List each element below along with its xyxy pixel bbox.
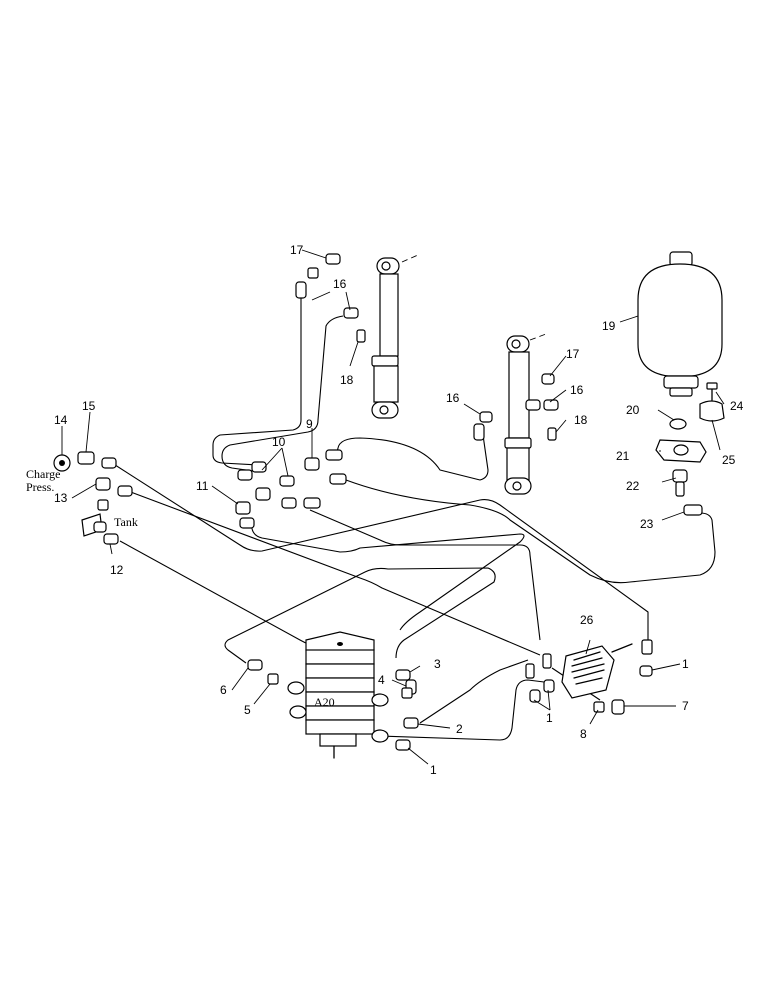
callout-14: 14 [54, 413, 68, 427]
hose-accumulator [345, 479, 716, 584]
valve-id-label: A20 [314, 695, 335, 709]
callout-24: 24 [730, 399, 744, 413]
leader-lines [61, 249, 725, 765]
callout-13: 13 [54, 491, 68, 505]
callout-9: 9 [306, 417, 313, 431]
callout-22: 22 [626, 479, 640, 493]
fitting-23 [683, 504, 703, 516]
adapter-22 [672, 469, 688, 483]
hose-return-loop [224, 567, 496, 664]
accumulator [637, 251, 723, 397]
left-cylinder-barrel [373, 365, 399, 403]
callout-23: 23 [640, 517, 654, 531]
hose-port13 [127, 490, 541, 656]
callout-16c: 16 [446, 391, 460, 405]
hose-middle-loop [251, 521, 525, 631]
callout-6: 6 [220, 683, 227, 697]
callout-17b: 17 [566, 347, 580, 361]
callout-11: 11 [196, 479, 209, 493]
callout-12: 12 [110, 563, 124, 577]
hose-tank [119, 540, 361, 649]
hose-routes [111, 292, 716, 741]
hose-left-cyl-lower [221, 315, 344, 473]
clamp [699, 400, 725, 422]
right-cylinder-rod [508, 351, 530, 439]
hose-right-cyl [335, 427, 489, 481]
callout-16a: 16 [333, 277, 347, 291]
tank-label: Tank [114, 515, 138, 529]
fittings [53, 253, 653, 751]
hose-port8 [419, 659, 529, 724]
left-cylinder [371, 254, 419, 419]
accumulator-shell [637, 263, 723, 377]
callout-5: 5 [244, 703, 251, 717]
callout-17a: 17 [290, 243, 304, 257]
hose-joystick [309, 509, 541, 641]
callout-25: 25 [722, 453, 736, 467]
hose-port7 [377, 679, 545, 741]
charge-label-1: Charge [26, 467, 60, 481]
callout-1a: 1 [430, 763, 437, 777]
callout-1c: 1 [682, 657, 689, 671]
control-valve [287, 631, 389, 759]
callout-26: 26 [580, 613, 594, 627]
hose-left-cyl-upper [212, 292, 302, 466]
callout-numbers: 17 16 18 19 17 16 18 16 9 10 11 14 15 Ch… [26, 243, 744, 777]
callout-20: 20 [626, 403, 640, 417]
right-cylinder [504, 333, 547, 495]
callout-7: 7 [682, 699, 689, 713]
o-ring [669, 418, 687, 430]
callout-8: 8 [580, 727, 587, 741]
callout-21: 21 [616, 449, 630, 463]
callout-16b: 16 [570, 383, 584, 397]
callout-19: 19 [602, 319, 616, 333]
callout-4: 4 [378, 673, 385, 687]
left-cylinder-rod [379, 273, 399, 357]
callout-2: 2 [456, 722, 463, 736]
callout-15: 15 [82, 399, 96, 413]
hose-charge-main [111, 462, 649, 640]
callout-3: 3 [434, 657, 441, 671]
joystick-control [561, 643, 633, 699]
charge-label-2: Press. [26, 480, 54, 494]
right-cylinder-barrel [506, 447, 530, 481]
callout-18b: 18 [574, 413, 588, 427]
callout-1b: 1 [546, 711, 553, 725]
callout-18a: 18 [340, 373, 354, 387]
callout-10: 10 [272, 435, 286, 449]
